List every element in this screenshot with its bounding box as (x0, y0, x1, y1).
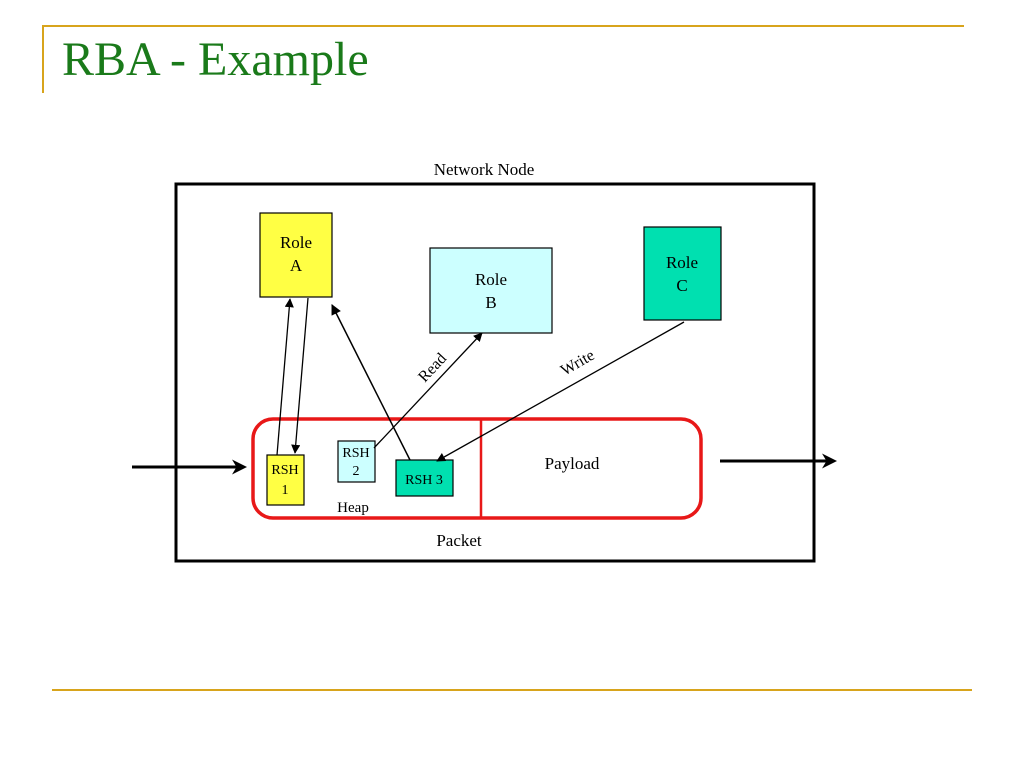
rsh-3-box: RSH 3 (395, 459, 454, 497)
role-b-line1: Role (475, 270, 507, 289)
role-a-rect (259, 212, 333, 298)
payload-label: Payload (545, 454, 600, 473)
rsh-2-line1: RSH (342, 446, 369, 461)
rsh-2-line2: 2 (353, 464, 360, 479)
role-a-box: Role A (259, 212, 333, 298)
bottom-rule (52, 689, 972, 691)
network-node-label: Network Node (434, 160, 535, 179)
arrow-rsh1-to-role-a (276, 298, 294, 456)
arrow-role-a-to-rsh1 (291, 297, 309, 454)
rsh-1-rect (266, 454, 305, 506)
rsh-3-label: RSH 3 (405, 473, 443, 488)
rsh-1-line2: 1 (282, 483, 289, 498)
read-label: Read (415, 350, 450, 386)
rsh-1-line1: RSH (271, 463, 298, 478)
rsh-3-rect (395, 459, 454, 497)
heap-label: Heap (337, 500, 369, 516)
top-rule (42, 25, 964, 27)
network-node-box (174, 182, 816, 563)
arrow-read-rsh2-to-role-b (373, 332, 483, 449)
role-b-line2: B (485, 293, 496, 312)
role-a-line1: Role (280, 233, 312, 252)
role-b-box: Role B (429, 247, 553, 334)
rsh-2-rect (337, 440, 376, 483)
packet-box (251, 417, 703, 520)
rsh-2-box: RSH 2 (337, 440, 376, 483)
packet-label: Packet (436, 531, 482, 550)
role-c-box: Role C (643, 226, 722, 321)
role-c-rect (643, 226, 722, 321)
role-c-line1: Role (666, 253, 698, 272)
arrow-write-role-c-to-rsh3 (436, 321, 685, 462)
arrow-rsh3-to-role-a (331, 304, 411, 461)
role-c-line2: C (676, 276, 687, 295)
rsh-1-box: RSH 1 (266, 454, 305, 506)
role-b-rect (429, 247, 553, 334)
slide-title: RBA - Example (62, 33, 369, 86)
left-rule (42, 25, 44, 93)
role-a-line2: A (290, 256, 303, 275)
